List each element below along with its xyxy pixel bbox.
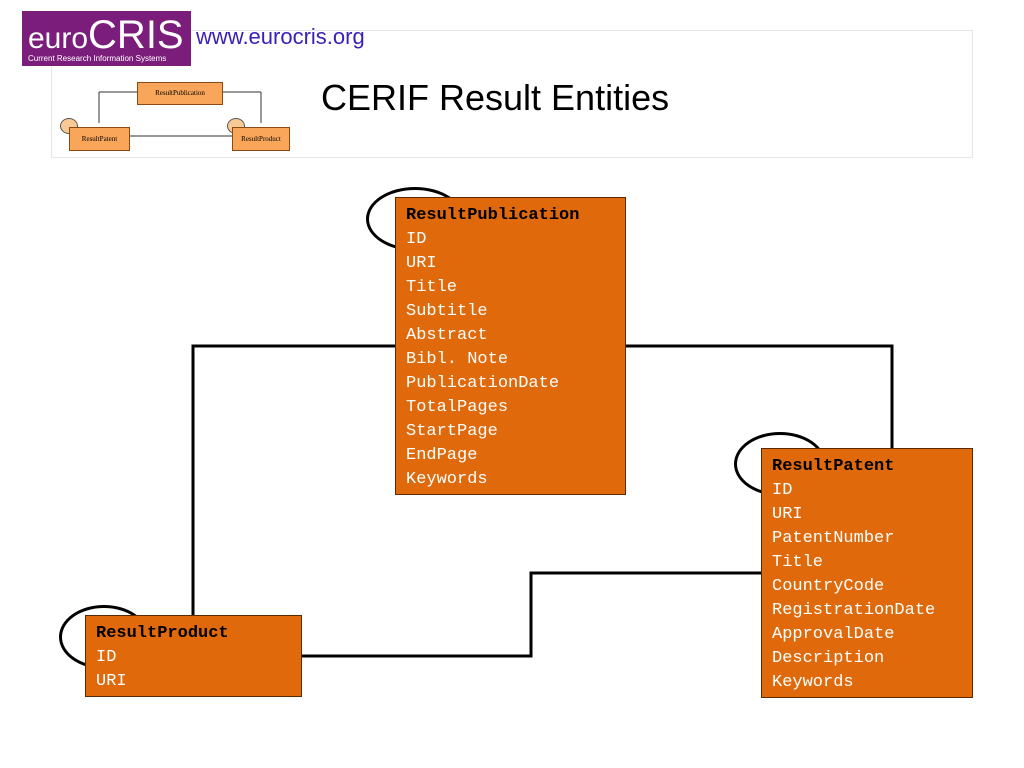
entity-result-product[interactable]: ResultProduct ID URI	[85, 615, 302, 697]
attribute: Title	[406, 278, 458, 297]
entity-result-publication[interactable]: ResultPublication ID URI Title Subtitle …	[395, 197, 626, 495]
attribute: Abstract	[406, 326, 488, 345]
attribute: CountryCode	[772, 577, 885, 596]
page-title: CERIF Result Entities	[321, 77, 670, 118]
attribute: ID	[406, 230, 427, 249]
logo-euro: euro	[28, 22, 89, 55]
entity-name: ResultPatent	[772, 457, 895, 476]
attribute: TotalPages	[406, 398, 509, 417]
thumbnail-connectors	[98, 91, 262, 137]
eurocris-logo[interactable]: euroCRIS Current Research Information Sy…	[22, 11, 191, 66]
logo-cris: CRIS	[88, 13, 184, 57]
attribute: Keywords	[772, 673, 854, 692]
attribute: Bibl. Note	[406, 350, 509, 369]
entity-name: ResultPublication	[406, 206, 580, 225]
thumbnail-publication: ResultPublication	[137, 82, 223, 105]
attribute: Keywords	[406, 470, 488, 489]
attribute: StartPage	[406, 422, 498, 441]
site-url-link[interactable]: www.eurocris.org	[196, 24, 365, 49]
attribute: URI	[772, 505, 803, 524]
attribute: PublicationDate	[406, 374, 560, 393]
attribute: PatentNumber	[772, 529, 895, 548]
attribute: ID	[96, 648, 117, 667]
attribute: Description	[772, 649, 885, 668]
logo-wordmark: euroCRIS	[28, 15, 184, 55]
attribute: RegistrationDate	[772, 601, 936, 620]
entity-result-patent[interactable]: ResultPatent ID URI PatentNumber Title C…	[761, 448, 973, 698]
attribute: ID	[772, 481, 793, 500]
attribute: ApprovalDate	[772, 625, 895, 644]
attribute: URI	[96, 672, 127, 691]
attribute: URI	[406, 254, 437, 273]
attribute: EndPage	[406, 446, 478, 465]
thumbnail-product: ResultProduct	[232, 127, 290, 151]
attribute: Subtitle	[406, 302, 488, 321]
entity-name: ResultProduct	[96, 624, 229, 643]
header-panel: ResultPublication ResultPatent ResultPro…	[51, 30, 973, 158]
attribute: Title	[772, 553, 824, 572]
logo-tagline: Current Research Information Systems	[28, 54, 167, 63]
thumbnail-patent: ResultPatent	[69, 127, 130, 151]
